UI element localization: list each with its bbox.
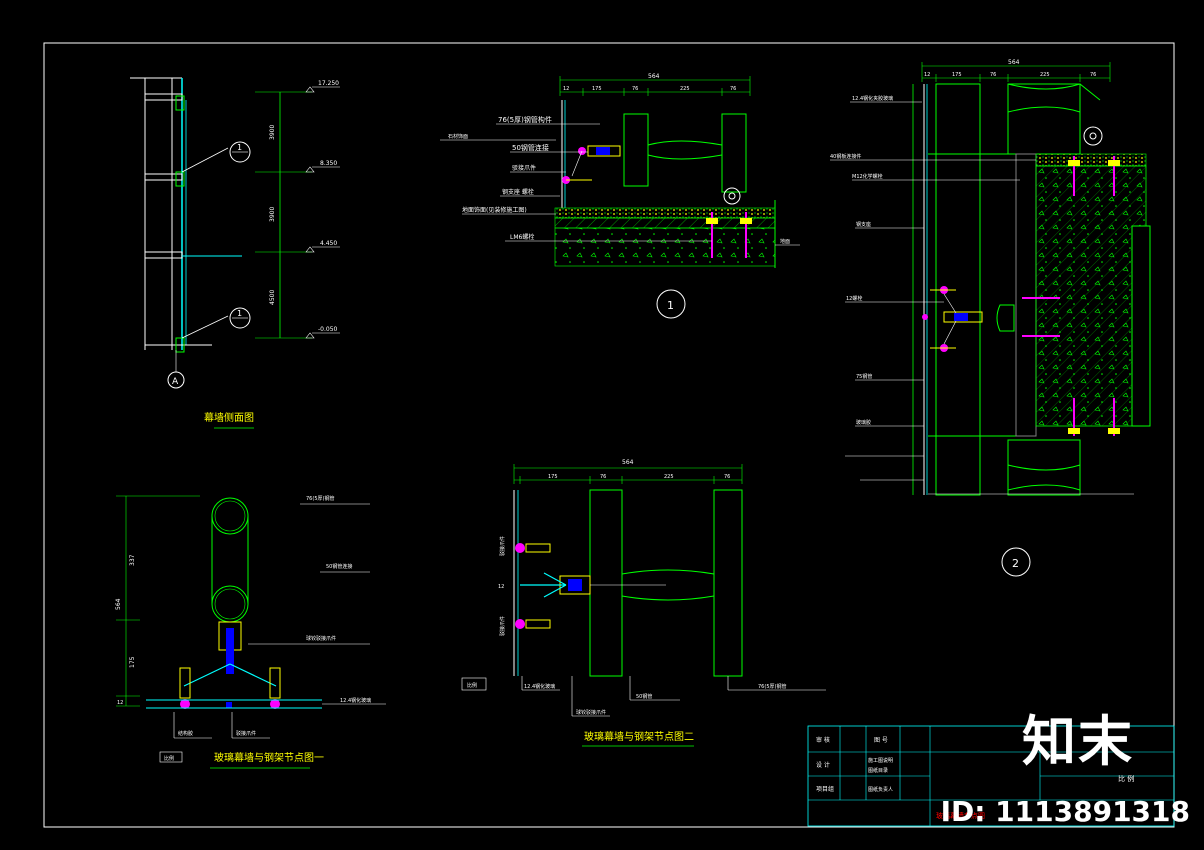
detail-1-callout-2: 50钢管连接	[512, 143, 549, 152]
detail-2-callout-7: 玻璃胶	[856, 419, 871, 426]
detail-1-right-note: 地面	[780, 238, 790, 245]
node-1-scale-label: 比例	[164, 755, 174, 762]
detail-1-callout-3: 驳接爪件	[512, 164, 536, 172]
axis-label: A	[172, 377, 179, 387]
elevation-detail-bubble-bottom	[229, 307, 251, 329]
title-block-cell-3: 项目组	[816, 785, 834, 793]
watermark-logo: 知末	[1022, 710, 1134, 773]
detail-1-dim-a: 12	[563, 86, 569, 92]
node-1-callout-4: 12.4钢化玻璃	[340, 697, 371, 704]
node-1-dim-1: 564	[115, 598, 122, 610]
node-1-scale-tag	[159, 751, 183, 763]
node-2-callout-3: 76(5厚)钢管	[758, 683, 786, 690]
detail-2-dim-b: 175	[952, 72, 962, 78]
drawing-frame	[43, 42, 1175, 828]
node-2-scale-tag	[461, 677, 487, 691]
node-1-bottom-label-2: 驳接爪件	[236, 730, 256, 737]
node-2-side-label-1: 驳接爪件	[499, 536, 506, 556]
bubble-label-bottom: 1	[237, 309, 242, 318]
detail-2-dim-a: 12	[924, 72, 930, 78]
node-2-dim-e: 12	[498, 584, 504, 590]
bubble-label-top: 1	[237, 143, 242, 152]
axis-bubble-a	[167, 371, 185, 389]
detail-1-left-note: 石材饰面	[448, 133, 468, 140]
node-1-dim-3: 175	[129, 656, 136, 668]
watermark-id: ID: 1113891318	[940, 795, 1190, 828]
detail-2-callout-1: 12.4钢化夹胶玻璃	[852, 95, 893, 102]
node-2-side-label-2: 驳接爪件	[499, 616, 506, 636]
node-2-dim-a: 175	[548, 474, 558, 480]
elev-dim-2: 3900	[269, 207, 276, 222]
detail-2-callout-6: 75钢管	[856, 373, 872, 380]
elevation-detail-bubble-top	[229, 141, 251, 163]
elev-dim-3: 4500	[269, 290, 276, 305]
detail-2-dim-c: 76	[990, 72, 996, 78]
node-1-callout-1: 76(5厚)钢管	[306, 495, 334, 502]
detail-2-dim-total: 564	[1008, 59, 1020, 66]
title-block-red-label: 玻璃幕墙节点图	[936, 811, 985, 820]
node-2-dim-c: 225	[664, 474, 674, 480]
detail-1-dim-b: 175	[592, 86, 602, 92]
node-1-dim-4: 12	[117, 700, 123, 706]
title-block-cell-5: 施工图说明	[868, 757, 893, 764]
detail-2-bubble	[1001, 547, 1031, 577]
node-2-title: 玻璃幕墙与钢架节点图二	[584, 730, 694, 743]
title-block-cell-2: 设 计	[816, 761, 830, 769]
node-1-callout-2: 50钢管连接	[326, 563, 352, 570]
title-block-cell-6: 图纸目录	[868, 767, 888, 774]
detail-2-section	[830, 62, 1151, 577]
node-2-callout-1: 12.4钢化玻璃	[524, 683, 555, 690]
detail-1-callout-1: 76(5厚)钢管构件	[498, 115, 552, 124]
detail-2-callout-5: 12螺栓	[846, 295, 862, 302]
elev-dim-1: 3900	[269, 125, 276, 140]
detail-2-dim-e: 76	[1090, 72, 1096, 78]
node-1-callout-3: 球铰驳接爪件	[306, 635, 336, 642]
elev-label-1: 17.250	[318, 80, 339, 87]
node-2-dim-b: 76	[600, 474, 606, 480]
node-1-dim-2: 337	[129, 554, 136, 566]
detail-2-dim-d: 225	[1040, 72, 1050, 78]
node-1-bottom-label-1: 结构胶	[178, 730, 193, 737]
detail-2-callout-4: 钢支座	[856, 221, 871, 228]
elev-label-2: 8.350	[320, 160, 337, 167]
node-2-dim-d: 76	[724, 474, 730, 480]
detail-2-bubble-label: 2	[1012, 557, 1019, 570]
elev-label-4: -0.050	[318, 326, 338, 333]
node-1-section	[116, 495, 386, 769]
detail-1-dim-total: 564	[648, 73, 660, 80]
title-block	[807, 725, 1175, 827]
node-2-dim-total: 564	[622, 459, 634, 466]
detail-1-bubble	[656, 289, 686, 319]
detail-1-callout-4: 钢支座 螺栓	[502, 188, 534, 196]
detail-2-callout-3: M12化学螺栓	[852, 173, 883, 180]
title-block-cell-8: 比 例	[1118, 774, 1134, 783]
detail-1-dim-e: 76	[730, 86, 736, 92]
detail-1-bubble-label: 1	[667, 299, 674, 312]
elev-label-3: 4.450	[320, 240, 337, 247]
node-1-title: 玻璃幕墙与钢架节点图一	[214, 751, 324, 764]
detail-1-callout-6: LM6螺栓	[510, 233, 534, 241]
detail-2-callout-2: 40钢板连接件	[830, 153, 861, 160]
title-block-cell-7: 图纸负责人	[868, 786, 893, 793]
detail-1-section	[440, 76, 800, 319]
title-block-cell-4: 图 号	[874, 737, 888, 744]
detail-1-callout-5: 地面饰面(见装修施工图)	[462, 206, 527, 214]
node-2-section	[461, 464, 826, 747]
node-2-callout-4: 球铰驳接爪件	[576, 709, 606, 716]
elevation-title: 幕墙侧面图	[204, 411, 254, 424]
detail-1-dim-c: 76	[632, 86, 638, 92]
title-block-cell-1: 审 核	[816, 736, 830, 744]
node-2-scale-label: 比例	[467, 682, 477, 689]
elevation-view	[130, 77, 340, 429]
detail-1-dim-d: 225	[680, 86, 690, 92]
node-2-callout-2: 50钢管	[636, 693, 652, 700]
